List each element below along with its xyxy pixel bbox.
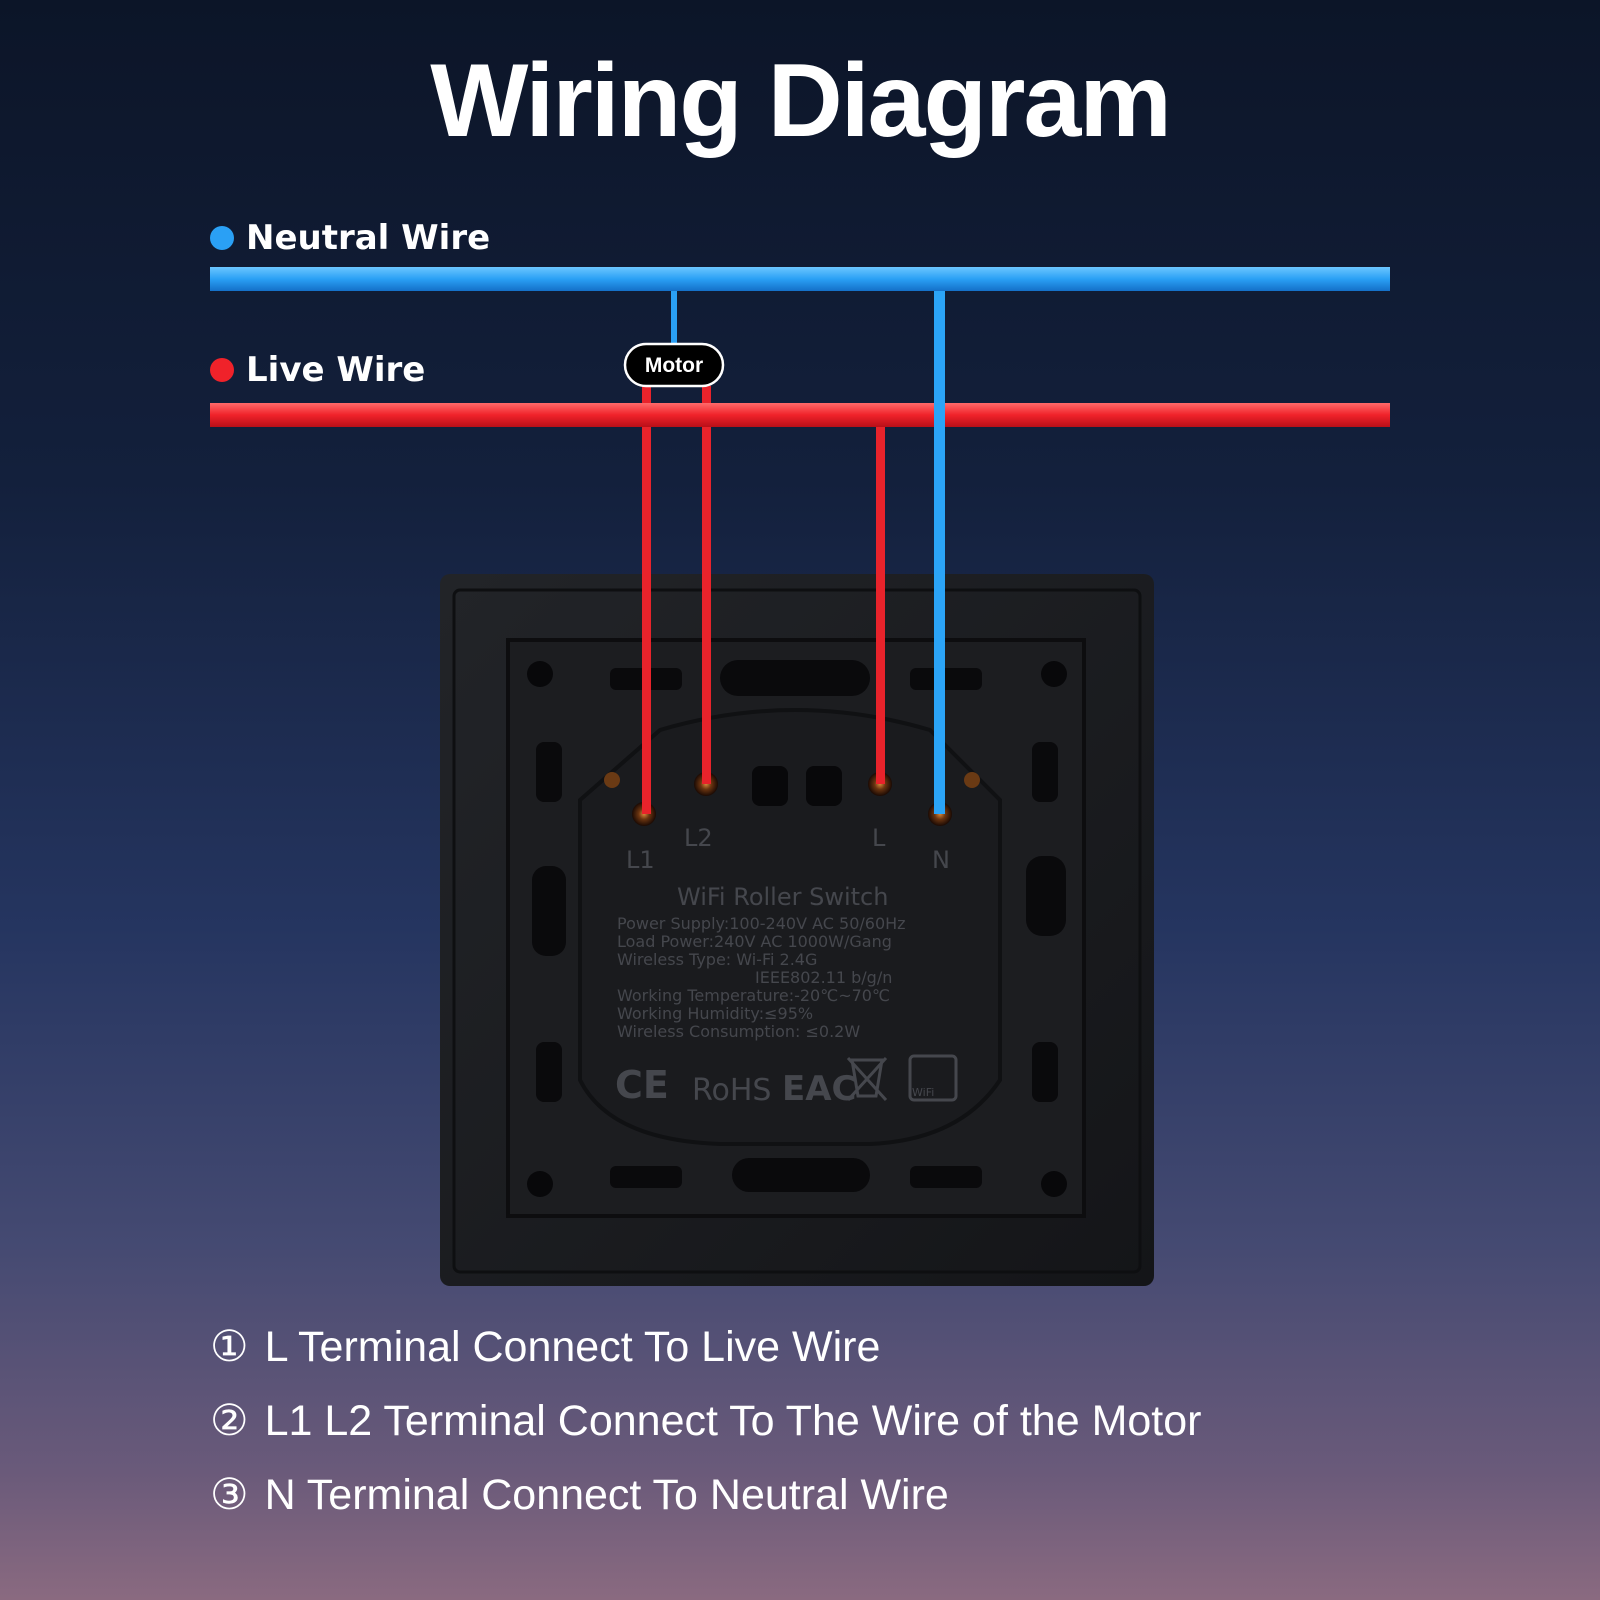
- l1-wire: [642, 386, 651, 814]
- device-name: WiFi Roller Switch: [677, 883, 888, 911]
- device-spec: Wireless Consumption: ≤0.2W: [617, 1022, 860, 1041]
- instruction-text: L1 L2 Terminal Connect To The Wire of th…: [264, 1397, 1202, 1445]
- live-wire-legend: Live Wire: [210, 350, 425, 390]
- device-spec: Load Power:240V AC 1000W/Gang: [617, 932, 892, 951]
- l2-wire: [702, 386, 711, 784]
- instruction-item: ① L Terminal Connect To Live Wire: [210, 1322, 1202, 1396]
- terminal-n-label: N: [932, 846, 950, 874]
- live-dot-icon: [210, 358, 234, 382]
- n-wire: [934, 291, 945, 814]
- instruction-item: ② L1 L2 Terminal Connect To The Wire of t…: [210, 1396, 1202, 1470]
- l-wire: [876, 418, 885, 784]
- neutral-wire-label: Neutral Wire: [246, 218, 491, 258]
- live-wire-label: Live Wire: [246, 350, 426, 390]
- motor-label: Motor: [645, 354, 703, 377]
- neutral-bus-wire: [210, 267, 1390, 291]
- device-spec: IEEE802.11 b/g/n: [755, 968, 892, 987]
- instruction-text: N Terminal Connect To Neutral Wire: [264, 1471, 949, 1519]
- switch-device: L1 L2 L N WiFi Roller Switch Power Suppl…: [440, 574, 1154, 1286]
- instruction-item: ③ N Terminal Connect To Neutral Wire: [210, 1470, 1202, 1544]
- device-spec: Working Temperature:-20℃~70℃: [617, 986, 890, 1005]
- terminal-l2-label: L2: [684, 824, 713, 852]
- motor-neutral-lead: [671, 291, 677, 347]
- wifi-badge-icon: [908, 1054, 958, 1102]
- ce-mark: CE: [615, 1063, 669, 1107]
- weee-bin-icon: [846, 1056, 888, 1102]
- instruction-text: L Terminal Connect To Live Wire: [264, 1323, 881, 1371]
- step-number: ②: [210, 1397, 249, 1445]
- device-spec: Wireless Type: Wi-Fi 2.4G: [617, 950, 817, 969]
- device-spec: Power Supply:100-240V AC 50/60Hz: [617, 914, 906, 933]
- eac-mark: EAC: [782, 1069, 857, 1109]
- motor-tag: Motor: [623, 342, 725, 388]
- neutral-wire-legend: Neutral Wire: [210, 218, 490, 258]
- page-title: Wiring Diagram: [430, 43, 1172, 159]
- terminal-l1-label: L1: [626, 846, 655, 874]
- device-spec: Working Humidity:≤95%: [617, 1004, 813, 1023]
- neutral-dot-icon: [210, 226, 234, 250]
- terminal-l-label: L: [872, 824, 886, 852]
- step-number: ①: [210, 1323, 249, 1371]
- step-number: ③: [210, 1471, 249, 1519]
- live-bus-wire: [210, 403, 1390, 427]
- instruction-list: ① L Terminal Connect To Live Wire ② L1 L2 …: [210, 1322, 1202, 1544]
- wifi-mark: WiFi: [912, 1086, 934, 1099]
- switch-module: [578, 708, 1002, 1146]
- rohs-mark: RoHS: [692, 1073, 771, 1108]
